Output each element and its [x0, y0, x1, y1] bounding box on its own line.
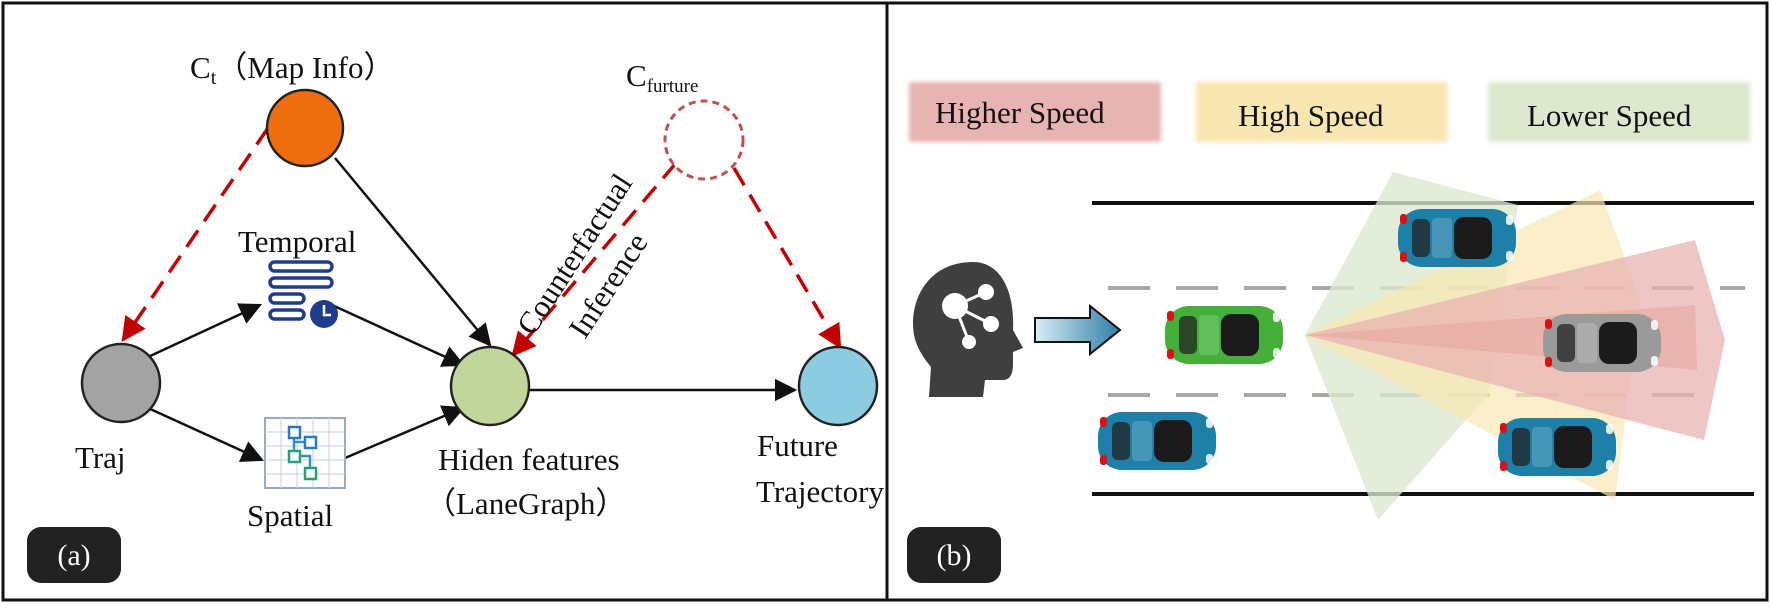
spatial-icon: [264, 417, 346, 489]
car-bottom-right: [1498, 418, 1616, 476]
legend-higher-text: Higher Speed: [935, 95, 1105, 130]
temporal-label: Temporal: [238, 224, 356, 259]
legend-higher-swatch: [909, 82, 1161, 142]
legend-high-text: High Speed: [1238, 98, 1384, 133]
brain-head-icon: [913, 262, 1023, 397]
legend-lower-swatch: [1488, 82, 1750, 142]
dashed-cfuture-hidden: [511, 161, 678, 357]
car-bottom-left: [1098, 412, 1216, 470]
edge-traj-spatial: [147, 406, 265, 462]
hidden-features-label: Hiden features: [438, 442, 620, 477]
traj-node: [80, 342, 162, 424]
edge-map-hidden: [334, 157, 492, 347]
traj-label: Traj: [75, 440, 126, 475]
map-info-node: [265, 88, 345, 168]
map-info-label: Ct（Map Info）: [190, 50, 394, 89]
future-label: Future: [757, 428, 838, 463]
dashed-cfuture-future: [732, 167, 842, 350]
legend-high-swatch: [1196, 82, 1448, 142]
lanegraph-label: （LaneGraph）: [425, 486, 626, 521]
temporal-icon: [268, 260, 338, 328]
edge-traj-temporal: [147, 303, 263, 359]
panel-a: Ct（Map Info） Cfurture Temporal Traj Spat…: [27, 50, 884, 583]
car-top: [1398, 209, 1516, 267]
arrow-right-icon: [1034, 303, 1122, 357]
trajectory-label: Trajectory: [756, 474, 884, 509]
car-gray: [1543, 314, 1661, 372]
badge-b-text: (b): [937, 539, 972, 572]
future-trajectory-node: [797, 345, 879, 427]
panel-b: Higher Speed High Speed Lower Speed: [907, 82, 1754, 583]
edge-temporal-hidden: [331, 303, 466, 367]
badge-a: [27, 527, 121, 583]
badge-a-text: (a): [57, 539, 90, 572]
badge-b: [907, 527, 1001, 583]
hidden-features-node: [449, 345, 531, 427]
spatial-label: Spatial: [247, 498, 333, 533]
ego-car: [1165, 306, 1283, 364]
dashed-map-traj: [121, 127, 270, 343]
cfuture-node: [663, 99, 745, 181]
cfuture-label: Cfurture: [626, 58, 698, 97]
legend-lower-text: Lower Speed: [1527, 98, 1692, 133]
edge-spatial-hidden: [344, 405, 466, 460]
